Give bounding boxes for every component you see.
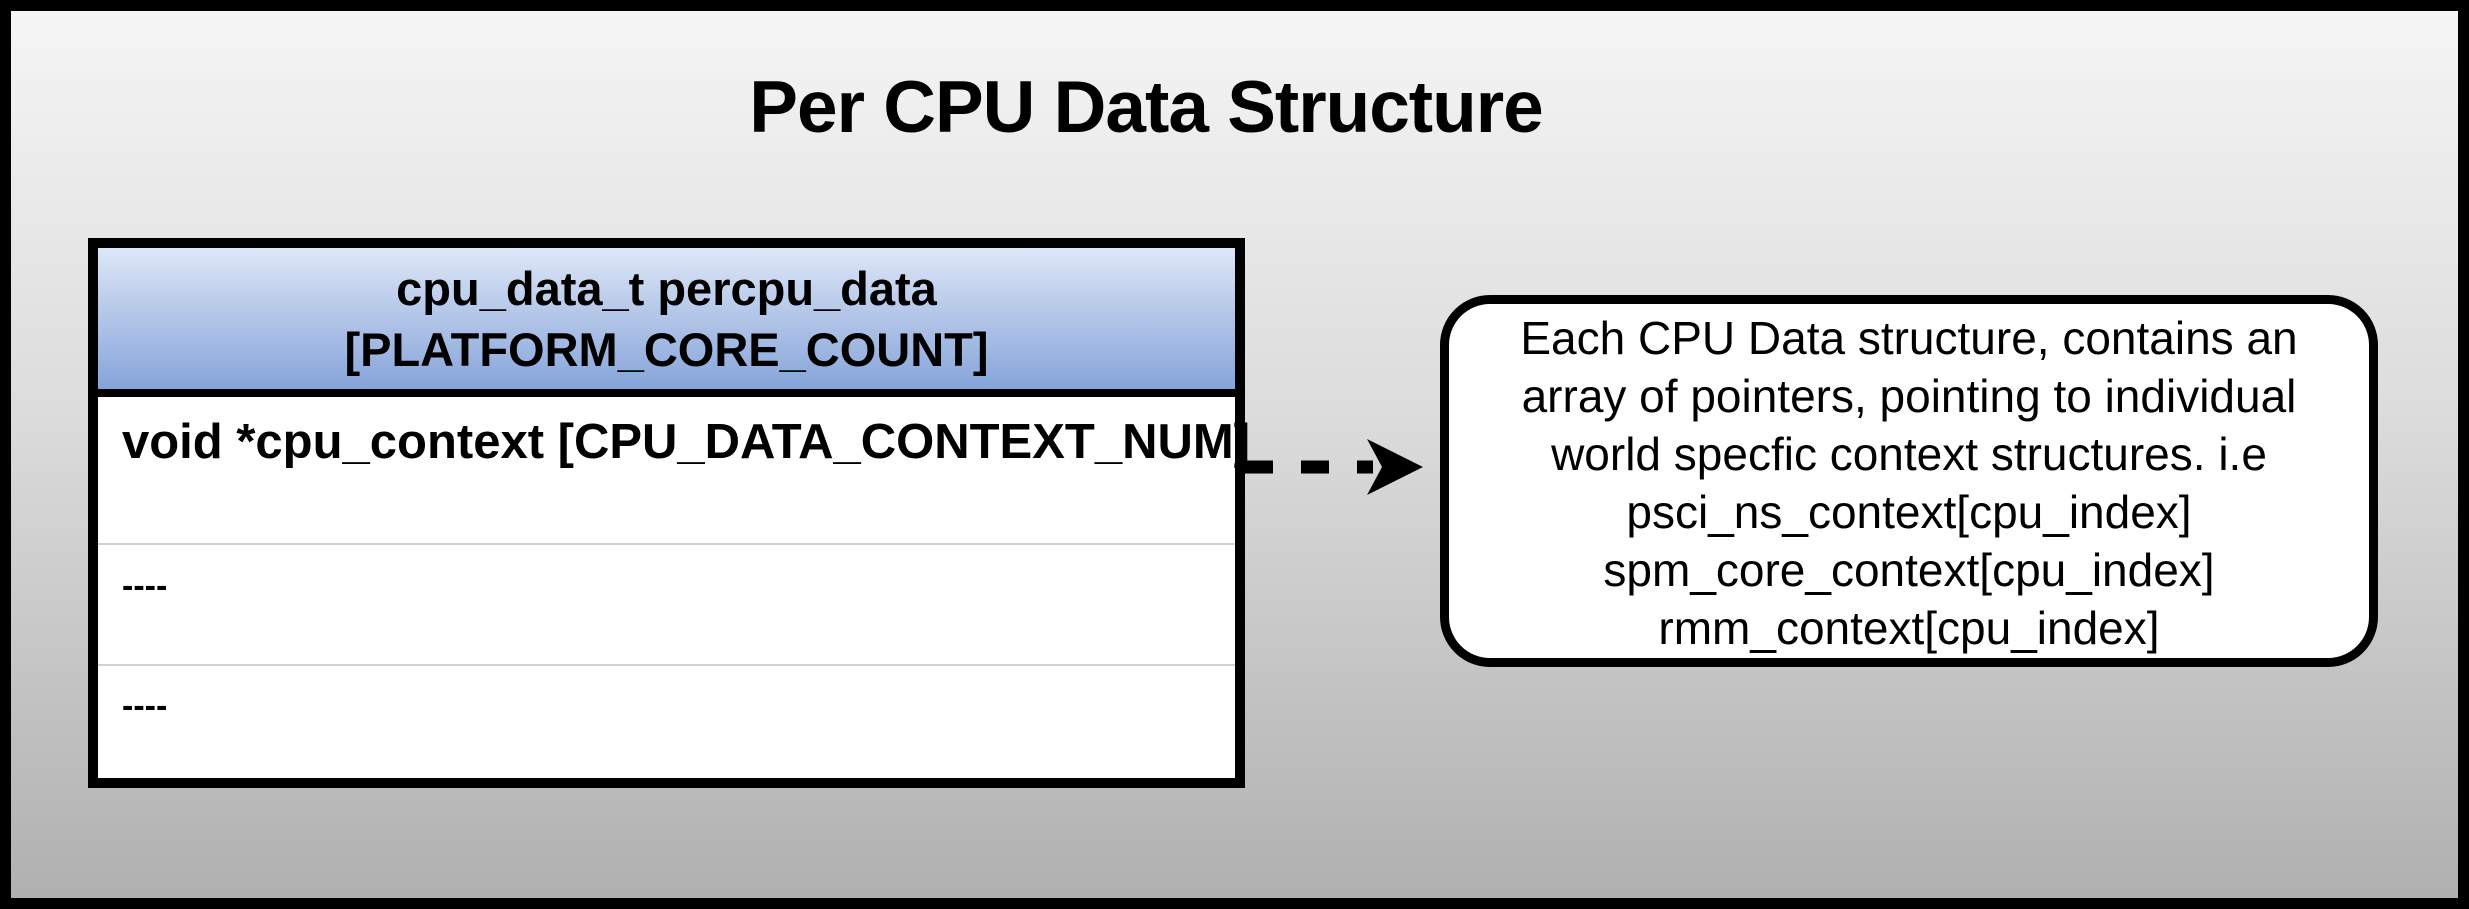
- table-row-cpu-context: void *cpu_context [CPU_DATA_CONTEXT_NUM]: [98, 397, 1250, 543]
- callout-text-line: spm_core_context[cpu_index]: [1603, 544, 2215, 596]
- row-text: void *cpu_context [CPU_DATA_CONTEXT_NUM]: [122, 415, 1251, 469]
- table-row-placeholder-1: ----: [98, 543, 1235, 664]
- diagram-title: Per CPU Data Structure: [749, 67, 1543, 148]
- callout-box: Each CPU Data structure, contains an arr…: [1440, 295, 2378, 667]
- callout-text-line: Each CPU Data structure, contains an: [1520, 312, 2298, 364]
- table-row-placeholder-2: ----: [98, 664, 1235, 778]
- arrowhead-icon: [1367, 439, 1423, 495]
- table-header-line1: cpu_data_t percpu_data: [396, 261, 937, 315]
- row-text: ----: [122, 687, 168, 725]
- row-text: ----: [122, 567, 168, 605]
- cpu-data-table: cpu_data_t percpu_data [PLATFORM_CORE_CO…: [88, 238, 1250, 788]
- table-header-line2: [PLATFORM_CORE_COUNT]: [344, 322, 989, 376]
- callout-text-line: array of pointers, pointing to individua…: [1521, 370, 2297, 422]
- callout-text-line: world specfic context structures. i.e: [1551, 428, 2267, 480]
- callout-text-line: psci_ns_context[cpu_index]: [1626, 486, 2192, 538]
- callout-text-line: rmm_context[cpu_index]: [1658, 602, 2160, 654]
- table-header: cpu_data_t percpu_data [PLATFORM_CORE_CO…: [98, 248, 1235, 397]
